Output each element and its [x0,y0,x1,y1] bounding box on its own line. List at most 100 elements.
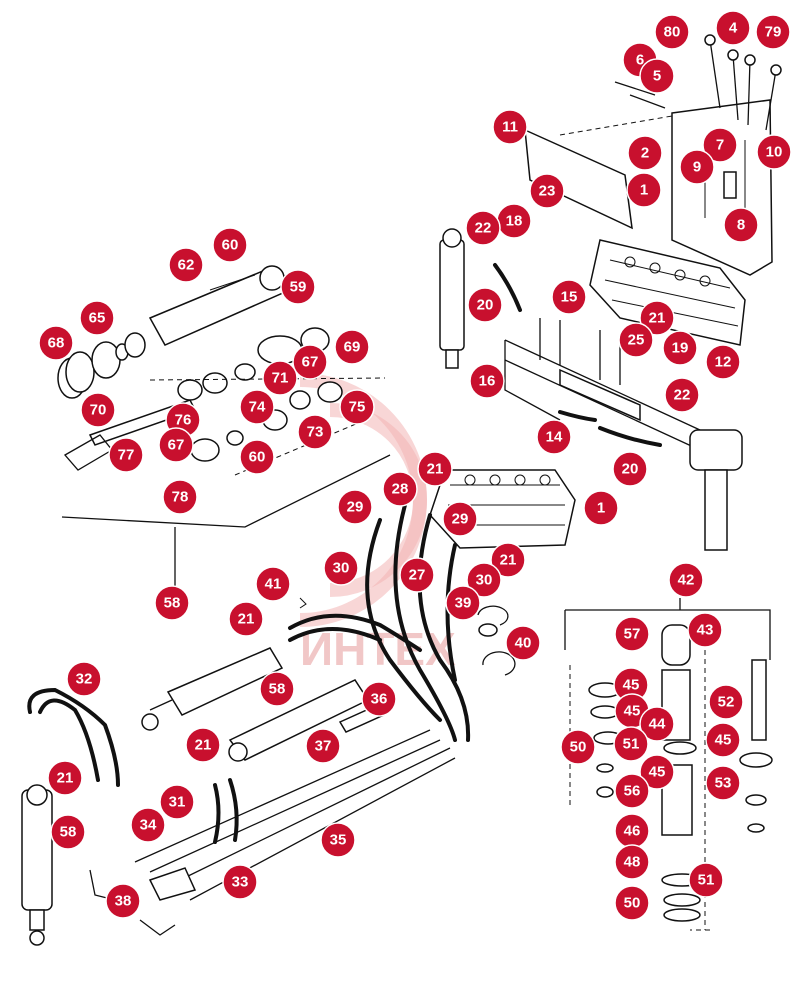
callout-number: 20 [477,297,494,314]
callout-badge [339,389,375,425]
callout-badge [756,134,792,170]
callout-58: 58 [154,585,190,621]
callout-badge [583,490,619,526]
callout-badge [705,722,741,758]
callout-14: 14 [536,419,572,455]
callout-number: 43 [697,622,714,639]
watermark: ИНТЕХ [299,373,456,675]
callout-badge [47,760,83,796]
callout-62: 62 [168,247,204,283]
callout-number: 18 [506,213,523,230]
callout-67: 67 [158,427,194,463]
callout-21: 21 [185,727,221,763]
callout-number: 39 [455,595,472,612]
upper-lift-cylinder [439,228,465,369]
upper-pipe-frame [493,263,743,551]
callout-79: 79 [755,14,791,50]
callout-number: 50 [570,739,587,756]
callout-badge [222,864,258,900]
cylinder-seal-kit [57,265,386,476]
callout-18: 18 [496,203,532,239]
callout-badge [627,135,663,171]
callout-25: 25 [618,322,654,358]
callout-number: 38 [115,893,132,910]
callout-badge [688,862,724,898]
callout-number: 16 [479,373,496,390]
callout-58: 58 [50,814,86,850]
callout-number: 35 [330,832,347,849]
callout-number: 19 [672,340,689,357]
callout-30: 30 [323,550,359,586]
callout-number: 29 [347,499,364,516]
callout-badge [614,844,650,880]
callout-30: 30 [466,562,502,598]
callout-badge [262,360,298,396]
callout-42: 42 [668,562,704,598]
callout-badge [705,765,741,801]
callout-40: 40 [505,625,541,661]
callout-number: 21 [195,737,212,754]
callout-38: 38 [105,883,141,919]
callout-badge [228,601,264,637]
callout-badge [490,542,526,578]
callout-number: 7 [716,137,724,154]
callout-badge [212,227,248,263]
callout-number: 45 [623,677,640,694]
callout-badge [626,172,662,208]
callout-number: 76 [175,412,192,429]
callout-number: 1 [597,500,605,517]
callout-70: 70 [80,392,116,428]
callout-number: 60 [222,237,239,254]
callout-52: 52 [708,684,744,720]
callout-34: 34 [130,807,166,843]
callout-number: 4 [729,20,738,37]
callout-badge [614,616,650,652]
callout-badge [715,10,751,46]
callout-29: 29 [442,501,478,537]
callout-16: 16 [469,363,505,399]
callout-number: 77 [118,447,135,464]
callout-48: 48 [614,844,650,880]
callout-badge [466,562,502,598]
callout-73: 73 [297,414,333,450]
callout-badge [108,437,144,473]
callout-badge [239,389,275,425]
callout-number: 46 [624,823,641,840]
callout-badge [654,14,690,50]
callout-number: 70 [90,402,107,419]
callout-number: 40 [515,635,532,652]
callout-8: 8 [723,207,759,243]
callout-21: 21 [490,542,526,578]
callout-badge [259,671,295,707]
callout-badge [162,479,198,515]
callout-badge [50,814,86,850]
callout-number: 45 [649,764,666,781]
callout-21: 21 [228,601,264,637]
callout-number: 53 [715,775,732,792]
callout-badge [614,885,650,921]
callout-29: 29 [337,489,373,525]
snap-rings [299,597,516,676]
callout-number: 41 [265,576,282,593]
callout-20: 20 [612,451,648,487]
callout-number: 42 [678,572,695,589]
callout-number: 1 [640,182,648,199]
callout-number: 29 [452,511,469,528]
lower-cylinders [21,647,370,946]
callout-number: 75 [349,399,366,416]
callout-number: 33 [232,874,249,891]
callout-badge [255,566,291,602]
callout-badge [79,300,115,336]
callout-badge [614,773,650,809]
callout-59: 59 [280,269,316,305]
callout-badge [361,681,397,717]
callout-number: 57 [624,626,641,643]
callout-33: 33 [222,864,258,900]
callout-badge [334,329,370,365]
callout-badge [708,684,744,720]
callout-badge [66,661,102,697]
callout-77: 77 [108,437,144,473]
callout-number: 37 [315,738,332,755]
callout-number: 6 [636,52,644,69]
